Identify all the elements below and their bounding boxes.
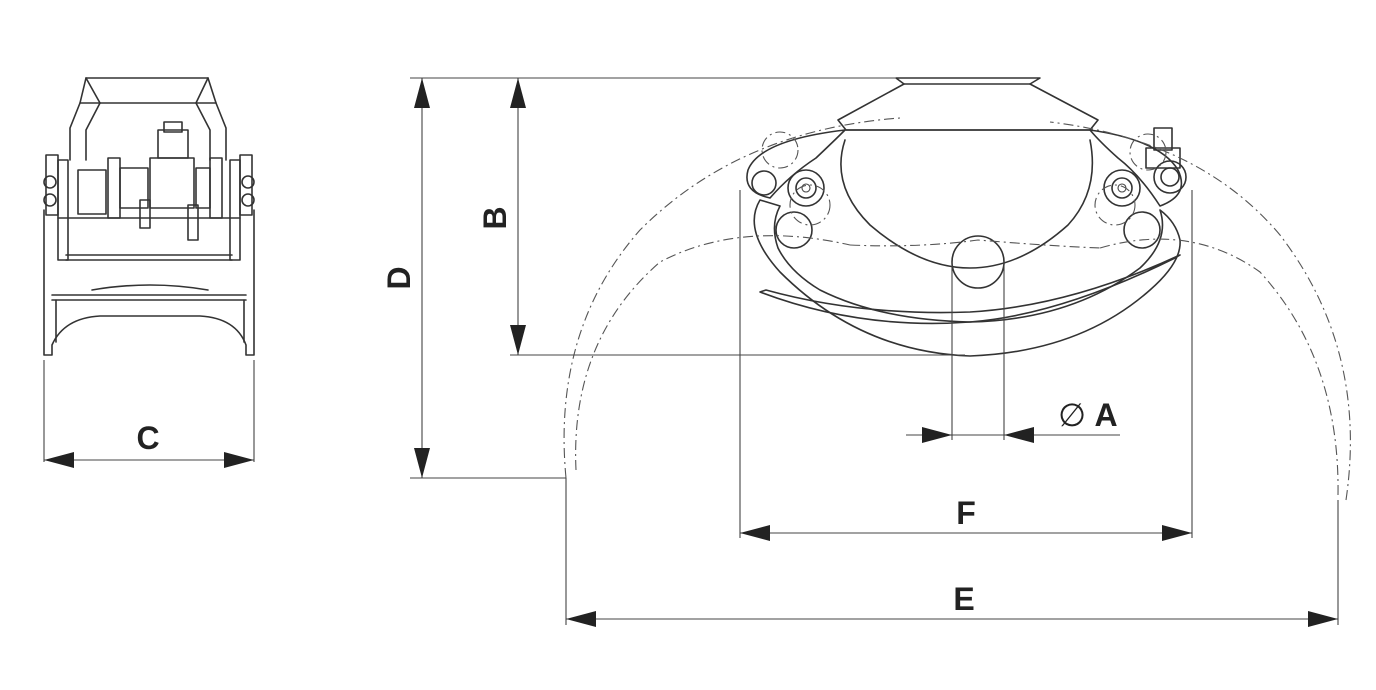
label-d: D	[381, 266, 417, 289]
label-e: E	[953, 581, 974, 617]
label-c: C	[136, 420, 159, 456]
extension-lines	[410, 77, 1339, 625]
dimension-a: ∅ A	[906, 397, 1120, 443]
dimension-b: B	[477, 78, 526, 355]
open-jaw-phantom	[563, 117, 1351, 501]
label-f: F	[956, 495, 976, 531]
side-view	[43, 77, 255, 356]
label-b: B	[477, 206, 513, 229]
dimension-f: F	[740, 495, 1192, 541]
dimension-c: C	[43, 360, 255, 468]
front-view	[746, 77, 1187, 357]
label-a: A	[1094, 397, 1117, 433]
dimension-e: E	[566, 581, 1338, 627]
diameter-symbol: ∅	[1058, 397, 1086, 433]
dimension-d: D	[381, 78, 430, 478]
